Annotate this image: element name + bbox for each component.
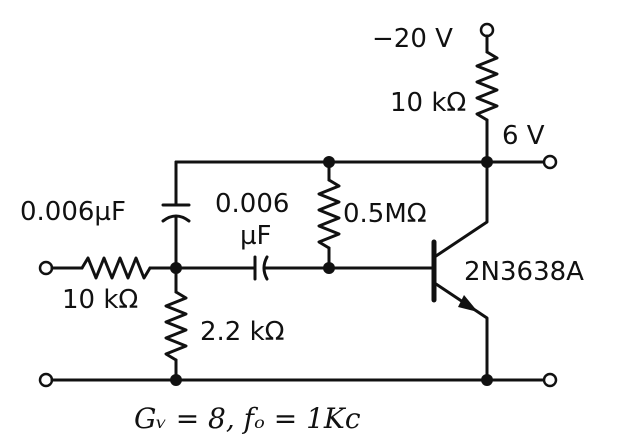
junction-dot	[170, 374, 182, 386]
ground-terminal-right	[542, 372, 558, 388]
junction-dot	[170, 262, 182, 274]
coupling-capacitor-label-top: 0.006	[215, 189, 289, 219]
transistor-emitter	[434, 282, 489, 382]
gain-frequency-caption: Gᵥ = 8, fₒ = 1Kc	[134, 402, 361, 435]
output-terminal	[542, 154, 558, 170]
input-resistor	[80, 256, 152, 280]
input-terminal	[38, 260, 54, 276]
junction-dot	[481, 156, 493, 168]
collector-resistor	[475, 50, 499, 122]
junction-dot	[323, 156, 335, 168]
collector-voltage-label: 6 V	[502, 121, 545, 151]
junction-dot	[481, 374, 493, 386]
shunt-resistor	[164, 290, 188, 362]
junction-dot	[323, 262, 335, 274]
ground-terminal-left	[38, 372, 54, 388]
bias-resistor-label: 0.5MΩ	[343, 199, 427, 229]
supply-voltage-label: −20 V	[372, 24, 453, 54]
collector-resistor-label: 10 kΩ	[390, 88, 466, 118]
transistor-collector	[434, 160, 489, 258]
transistor-label: 2N3638A	[464, 257, 584, 287]
input-resistor-label: 10 kΩ	[62, 285, 138, 315]
bias-resistor	[317, 178, 341, 250]
feedback-capacitor-label: 0.006µF	[20, 197, 126, 227]
supply-terminal	[479, 22, 495, 38]
coupling-capacitor-label-bottom: µF	[240, 221, 272, 251]
shunt-resistor-label: 2.2 kΩ	[200, 317, 285, 347]
emitter-arrow-icon	[458, 295, 478, 312]
